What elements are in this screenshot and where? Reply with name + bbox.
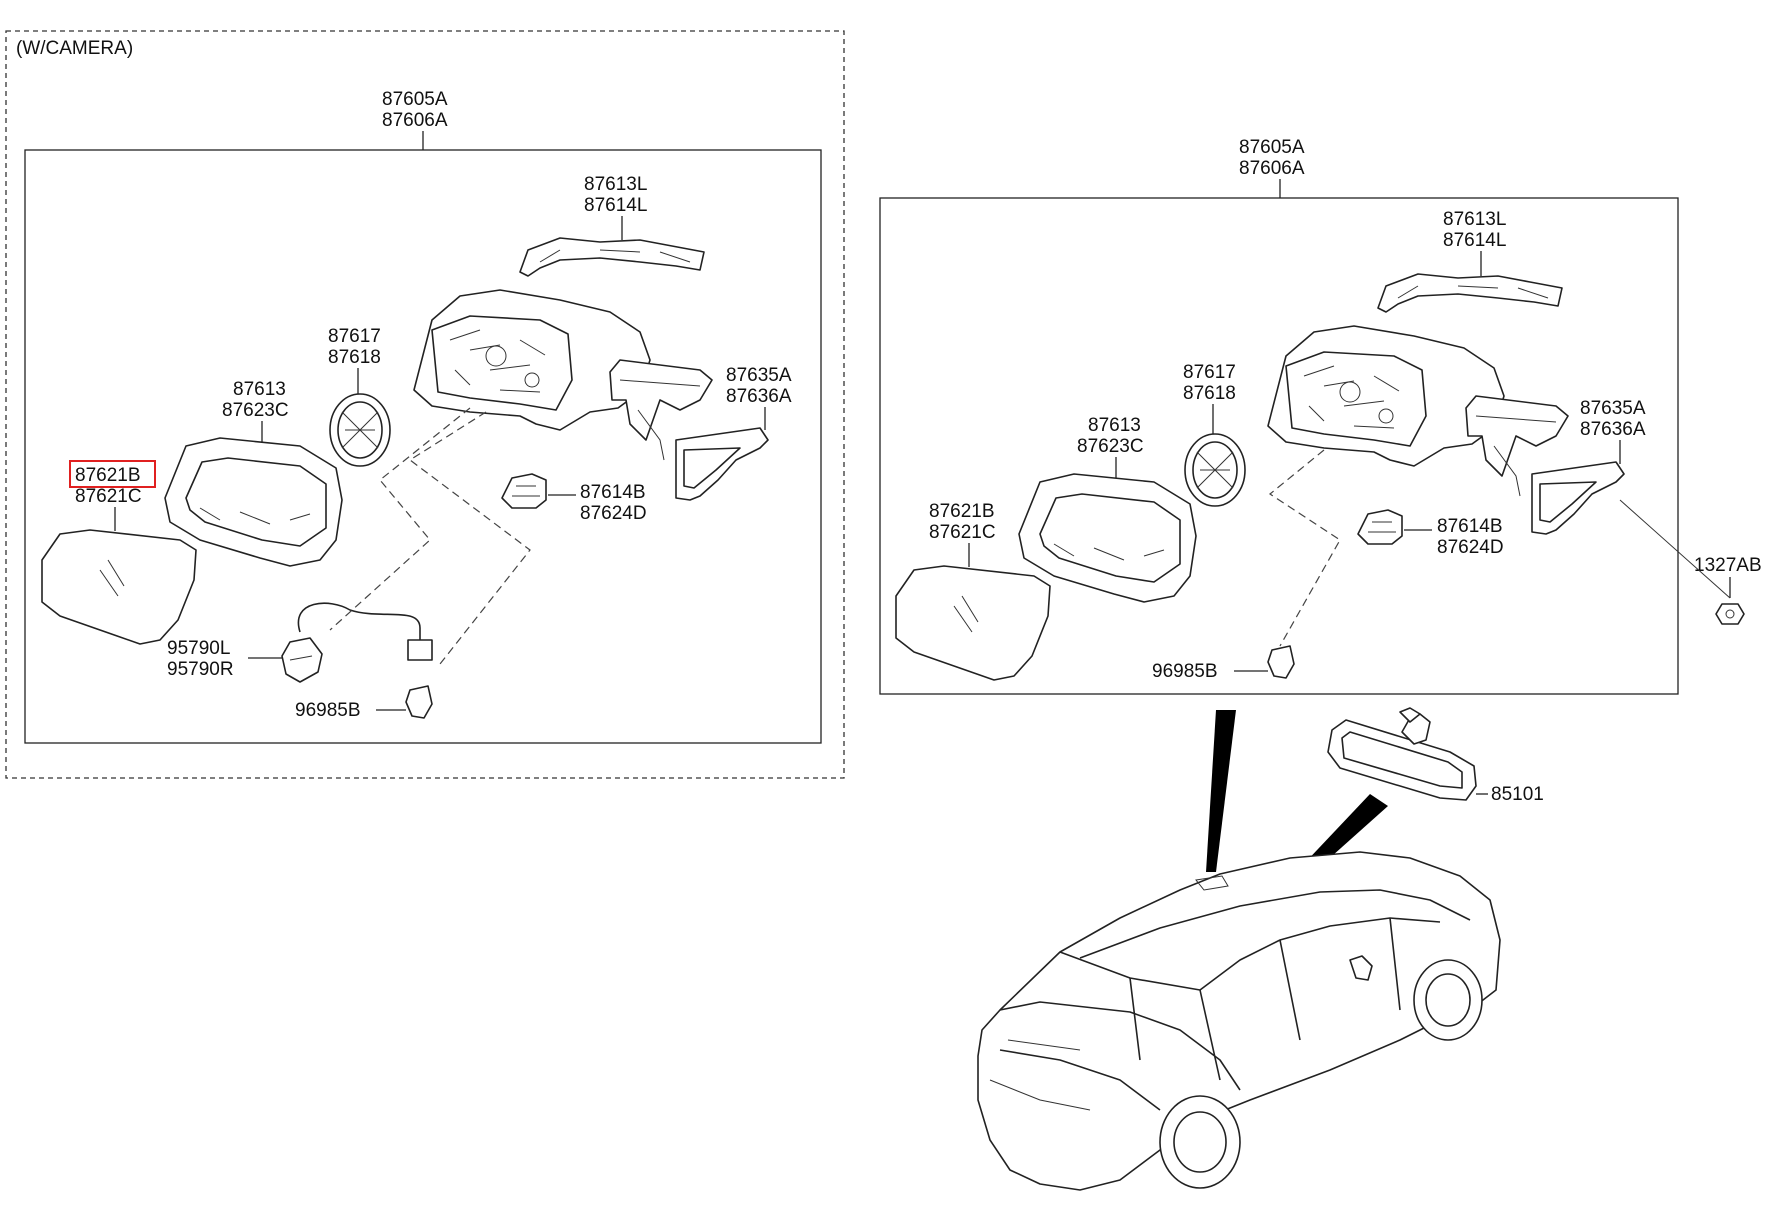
std-bracket-part [1465, 395, 1569, 477]
inside-mirror-group: 85101 [1327, 707, 1544, 805]
std-mirror-body-part [1267, 325, 1505, 467]
mirror-cover-part [519, 237, 705, 277]
camera-group-frame [5, 30, 845, 779]
car-body [977, 851, 1501, 1191]
std-nut-label[interactable]: 1327AB [1694, 555, 1762, 576]
camera-group-assembly-frame [24, 149, 822, 744]
inside-mirror-label[interactable]: 85101 [1491, 784, 1544, 805]
camera-label-2[interactable]: 95790R [167, 659, 234, 680]
lamp-label-2[interactable]: 87624D [580, 503, 647, 524]
assembly-label-1[interactable]: 87605A [382, 89, 448, 110]
pointer-outside-mirror [1206, 710, 1236, 872]
assembly-label-2[interactable]: 87606A [382, 110, 448, 131]
camera-part [281, 637, 323, 683]
glass-label-1[interactable]: 87621B [75, 465, 141, 486]
std-connector-label[interactable]: 96985B [1152, 661, 1218, 682]
actuator-label-2[interactable]: 87618 [328, 347, 381, 368]
garnish-label-2[interactable]: 87636A [726, 386, 792, 407]
std-covers-label-1[interactable]: 87613L [1443, 209, 1506, 230]
bracket-part [609, 359, 713, 441]
standard-group-assembly-frame [879, 197, 1679, 695]
camera-harness-part [297, 602, 421, 640]
garnish-label-1[interactable]: 87635A [726, 365, 792, 386]
housing-label-2[interactable]: 87623C [222, 400, 289, 421]
front-wheel [1413, 959, 1483, 1041]
std-assembly-label-2[interactable]: 87606A [1239, 158, 1305, 179]
mirror-body-part [413, 289, 651, 431]
glass-label-2[interactable]: 87621C [75, 486, 142, 507]
mirror-glass-part [41, 529, 197, 645]
connector-label[interactable]: 96985B [295, 700, 361, 721]
actuator-label-1[interactable]: 87617 [328, 326, 381, 347]
nut-part [1715, 603, 1745, 625]
camera-group-title: (W/CAMERA) [16, 38, 133, 59]
std-actuator-label-1[interactable]: 87617 [1183, 362, 1236, 383]
std-lamp-label-2[interactable]: 87624D [1437, 537, 1504, 558]
std-actuator-label-2[interactable]: 87618 [1183, 383, 1236, 404]
std-glass-label-2[interactable]: 87621C [929, 522, 996, 543]
std-mirror-glass-part [895, 565, 1051, 681]
housing-label-1[interactable]: 87613 [233, 379, 286, 400]
connector-part [405, 685, 433, 719]
std-mirror-cover-part [1377, 273, 1563, 313]
rear-wheel [1159, 1095, 1241, 1189]
car-illustration [977, 851, 1501, 1191]
std-housing-label-2[interactable]: 87623C [1077, 436, 1144, 457]
std-garnish-label-1[interactable]: 87635A [1580, 398, 1646, 419]
camera-label-1[interactable]: 95790L [167, 638, 230, 659]
lamp-part [501, 473, 547, 509]
std-connector-part [1267, 645, 1295, 679]
std-garnish-label-2[interactable]: 87636A [1580, 419, 1646, 440]
std-covers-label-2[interactable]: 87614L [1443, 230, 1506, 251]
camera-group: (W/CAMERA) 87605A 87606A 87613L 87614L 8… [5, 30, 845, 779]
housing-frame-part [164, 437, 343, 567]
std-housing-frame-part [1018, 473, 1197, 603]
standard-group: 87605A 87606A 87613L 87614L 87617 87618 … [879, 137, 1762, 695]
std-glass-label-1[interactable]: 87621B [929, 501, 995, 522]
covers-label-2[interactable]: 87614L [584, 195, 647, 216]
covers-label-1[interactable]: 87613L [584, 174, 647, 195]
highlight-box [69, 460, 156, 488]
std-lamp-part [1357, 509, 1403, 545]
car-side-mirror [1349, 955, 1373, 981]
inside-mirror-part [1327, 719, 1477, 801]
lamp-label-1[interactable]: 87614B [580, 482, 646, 503]
std-assembly-label-1[interactable]: 87605A [1239, 137, 1305, 158]
std-housing-label-1[interactable]: 87613 [1088, 415, 1141, 436]
std-lamp-label-1[interactable]: 87614B [1437, 516, 1503, 537]
